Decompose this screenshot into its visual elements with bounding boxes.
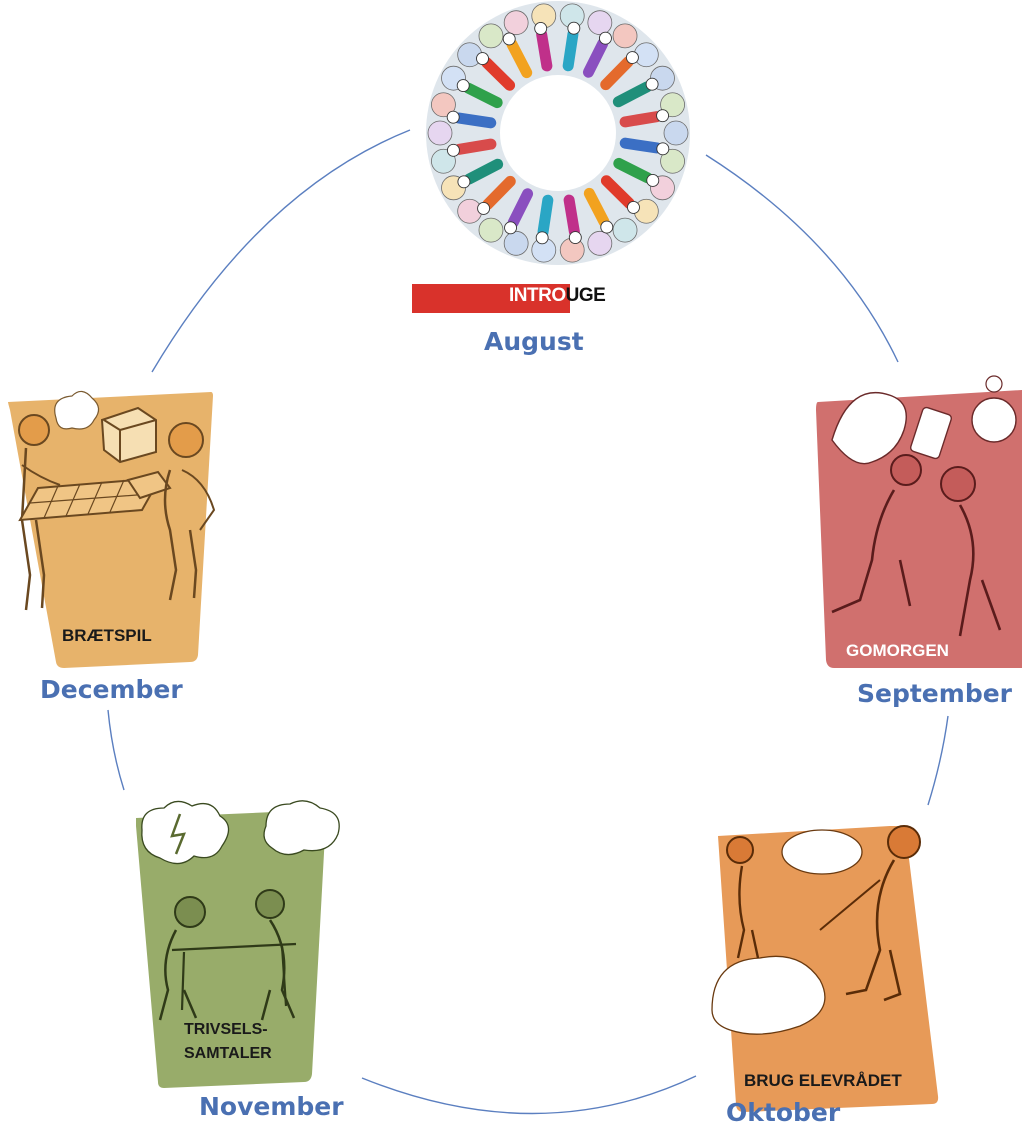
- oktober-card-background: [718, 826, 939, 1112]
- person-icon: [446, 110, 497, 129]
- person-icon: [534, 21, 553, 72]
- speech-bubble-icon: [478, 23, 504, 49]
- speech-bubble-icon: [612, 23, 638, 49]
- oktober-card: [711, 825, 939, 1112]
- august-illustration: [426, 1, 690, 265]
- board-game-icon: [18, 390, 216, 611]
- introuge-title: INTROUGE: [509, 285, 606, 307]
- speech-bubble-icon: [612, 217, 638, 243]
- september-card-title: GOMORGEN: [846, 641, 949, 660]
- talking-people-icon: [711, 825, 921, 1035]
- december-card-background: [8, 392, 213, 668]
- december-card-title: BRÆTSPIL: [62, 626, 152, 645]
- person-icon: [535, 194, 554, 245]
- person-icon: [456, 79, 503, 109]
- speech-bubble-icon: [427, 120, 453, 146]
- arc-september-oktober: [927, 715, 949, 806]
- month-label-august: August: [484, 327, 584, 356]
- speech-bubble-icon: [587, 230, 613, 256]
- introuge-banner: [412, 284, 570, 313]
- september-card: [816, 375, 1022, 668]
- conversation-at-table-icon: [141, 800, 340, 1021]
- arc-december-august: [151, 129, 411, 373]
- person-icon: [600, 51, 639, 91]
- arc-august-september: [705, 154, 899, 363]
- person-icon: [600, 175, 640, 214]
- person-icon: [619, 109, 670, 128]
- november-card-title-line2: SAMTALER: [184, 1045, 272, 1062]
- arc-november-december: [107, 709, 125, 791]
- november-card-background: [136, 810, 326, 1088]
- speech-bubbles-ring: [427, 3, 689, 263]
- speech-bubble-icon: [503, 230, 529, 256]
- person-icon: [502, 32, 533, 79]
- november-card: [136, 800, 340, 1088]
- month-label-september: September: [857, 679, 1012, 708]
- speech-bubble-icon: [503, 10, 529, 36]
- arc-oktober-november: [361, 1075, 697, 1115]
- person-icon: [582, 31, 612, 78]
- speech-bubble-icon: [663, 120, 689, 146]
- person-icon: [613, 157, 660, 187]
- oktober-card-title: BRUG ELEVRÅDET: [744, 1071, 902, 1090]
- introuge-title-part1: INTRO: [509, 285, 566, 306]
- person-icon: [583, 187, 614, 234]
- person-icon: [446, 138, 497, 157]
- month-label-december: December: [40, 675, 183, 704]
- person-icon: [563, 194, 582, 245]
- introuge-title-part2: UGE: [565, 285, 606, 306]
- speech-bubble-icon: [587, 10, 613, 36]
- people-ring: [446, 21, 670, 245]
- connector-arcs: [107, 129, 949, 1115]
- december-card: [8, 390, 216, 668]
- speech-bubble-icon: [660, 148, 685, 174]
- person-icon: [619, 137, 670, 156]
- speech-bubble-icon: [478, 217, 504, 243]
- month-label-november: November: [199, 1092, 344, 1121]
- person-icon: [504, 188, 534, 235]
- person-icon: [457, 158, 504, 189]
- person-icon: [476, 52, 516, 91]
- person-icon: [612, 77, 659, 108]
- speech-bubble-icon: [431, 92, 456, 118]
- rooster-phone-alarm-icon: [831, 375, 1017, 637]
- person-icon: [562, 21, 581, 72]
- month-label-oktober: Oktober: [726, 1098, 841, 1127]
- person-icon: [477, 175, 516, 215]
- november-card-title-line1: TRIVSELS-: [184, 1021, 268, 1038]
